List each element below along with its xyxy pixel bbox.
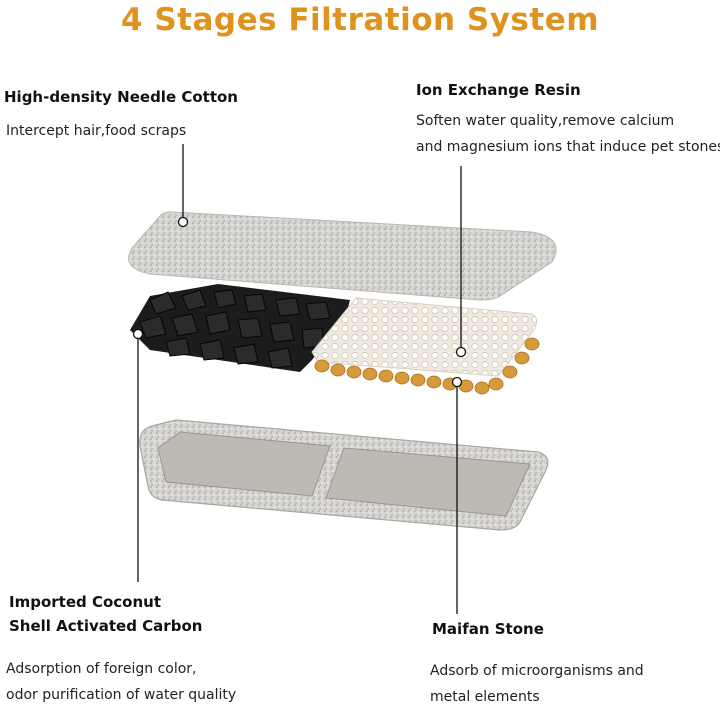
ion-resin-desc: Soften water quality,remove calcium and … [416,108,720,160]
filter-tray [140,420,548,530]
marker-ion-resin [457,348,466,357]
ion-resin-label: Ion Exchange Resin [416,78,581,102]
carbon-label: Imported Coconut Shell Activated Carbon [9,590,202,638]
maifan-desc-line-2: metal elements [430,684,644,710]
maifan-label: Maifan Stone [432,617,544,641]
marker-needle-cotton [179,218,188,227]
needle-cotton-pad [129,212,557,300]
carbon-label-line-1: Imported Coconut [9,590,202,614]
carbon-label-line-2: Shell Activated Carbon [9,614,202,638]
needle-cotton-desc-line: Intercept hair,food scraps [6,118,186,144]
needle-cotton-label: High-density Needle Cotton [4,85,238,109]
carbon-desc: Adsorption of foreign color, odor purifi… [6,656,236,708]
maifan-desc: Adsorb of microorganisms and metal eleme… [430,658,644,710]
carbon-desc-line-2: odor purification of water quality [6,682,236,708]
carbon-desc-line-1: Adsorption of foreign color, [6,656,236,682]
needle-cotton-desc: Intercept hair,food scraps [6,118,186,144]
maifan-desc-line-1: Adsorb of microorganisms and [430,658,644,684]
ion-resin-desc-line-2: and magnesium ions that induce pet stone… [416,134,720,160]
marker-carbon [134,330,143,339]
ion-resin-layer [312,298,539,394]
marker-maifan [453,378,462,387]
ion-resin-desc-line-1: Soften water quality,remove calcium [416,108,720,134]
